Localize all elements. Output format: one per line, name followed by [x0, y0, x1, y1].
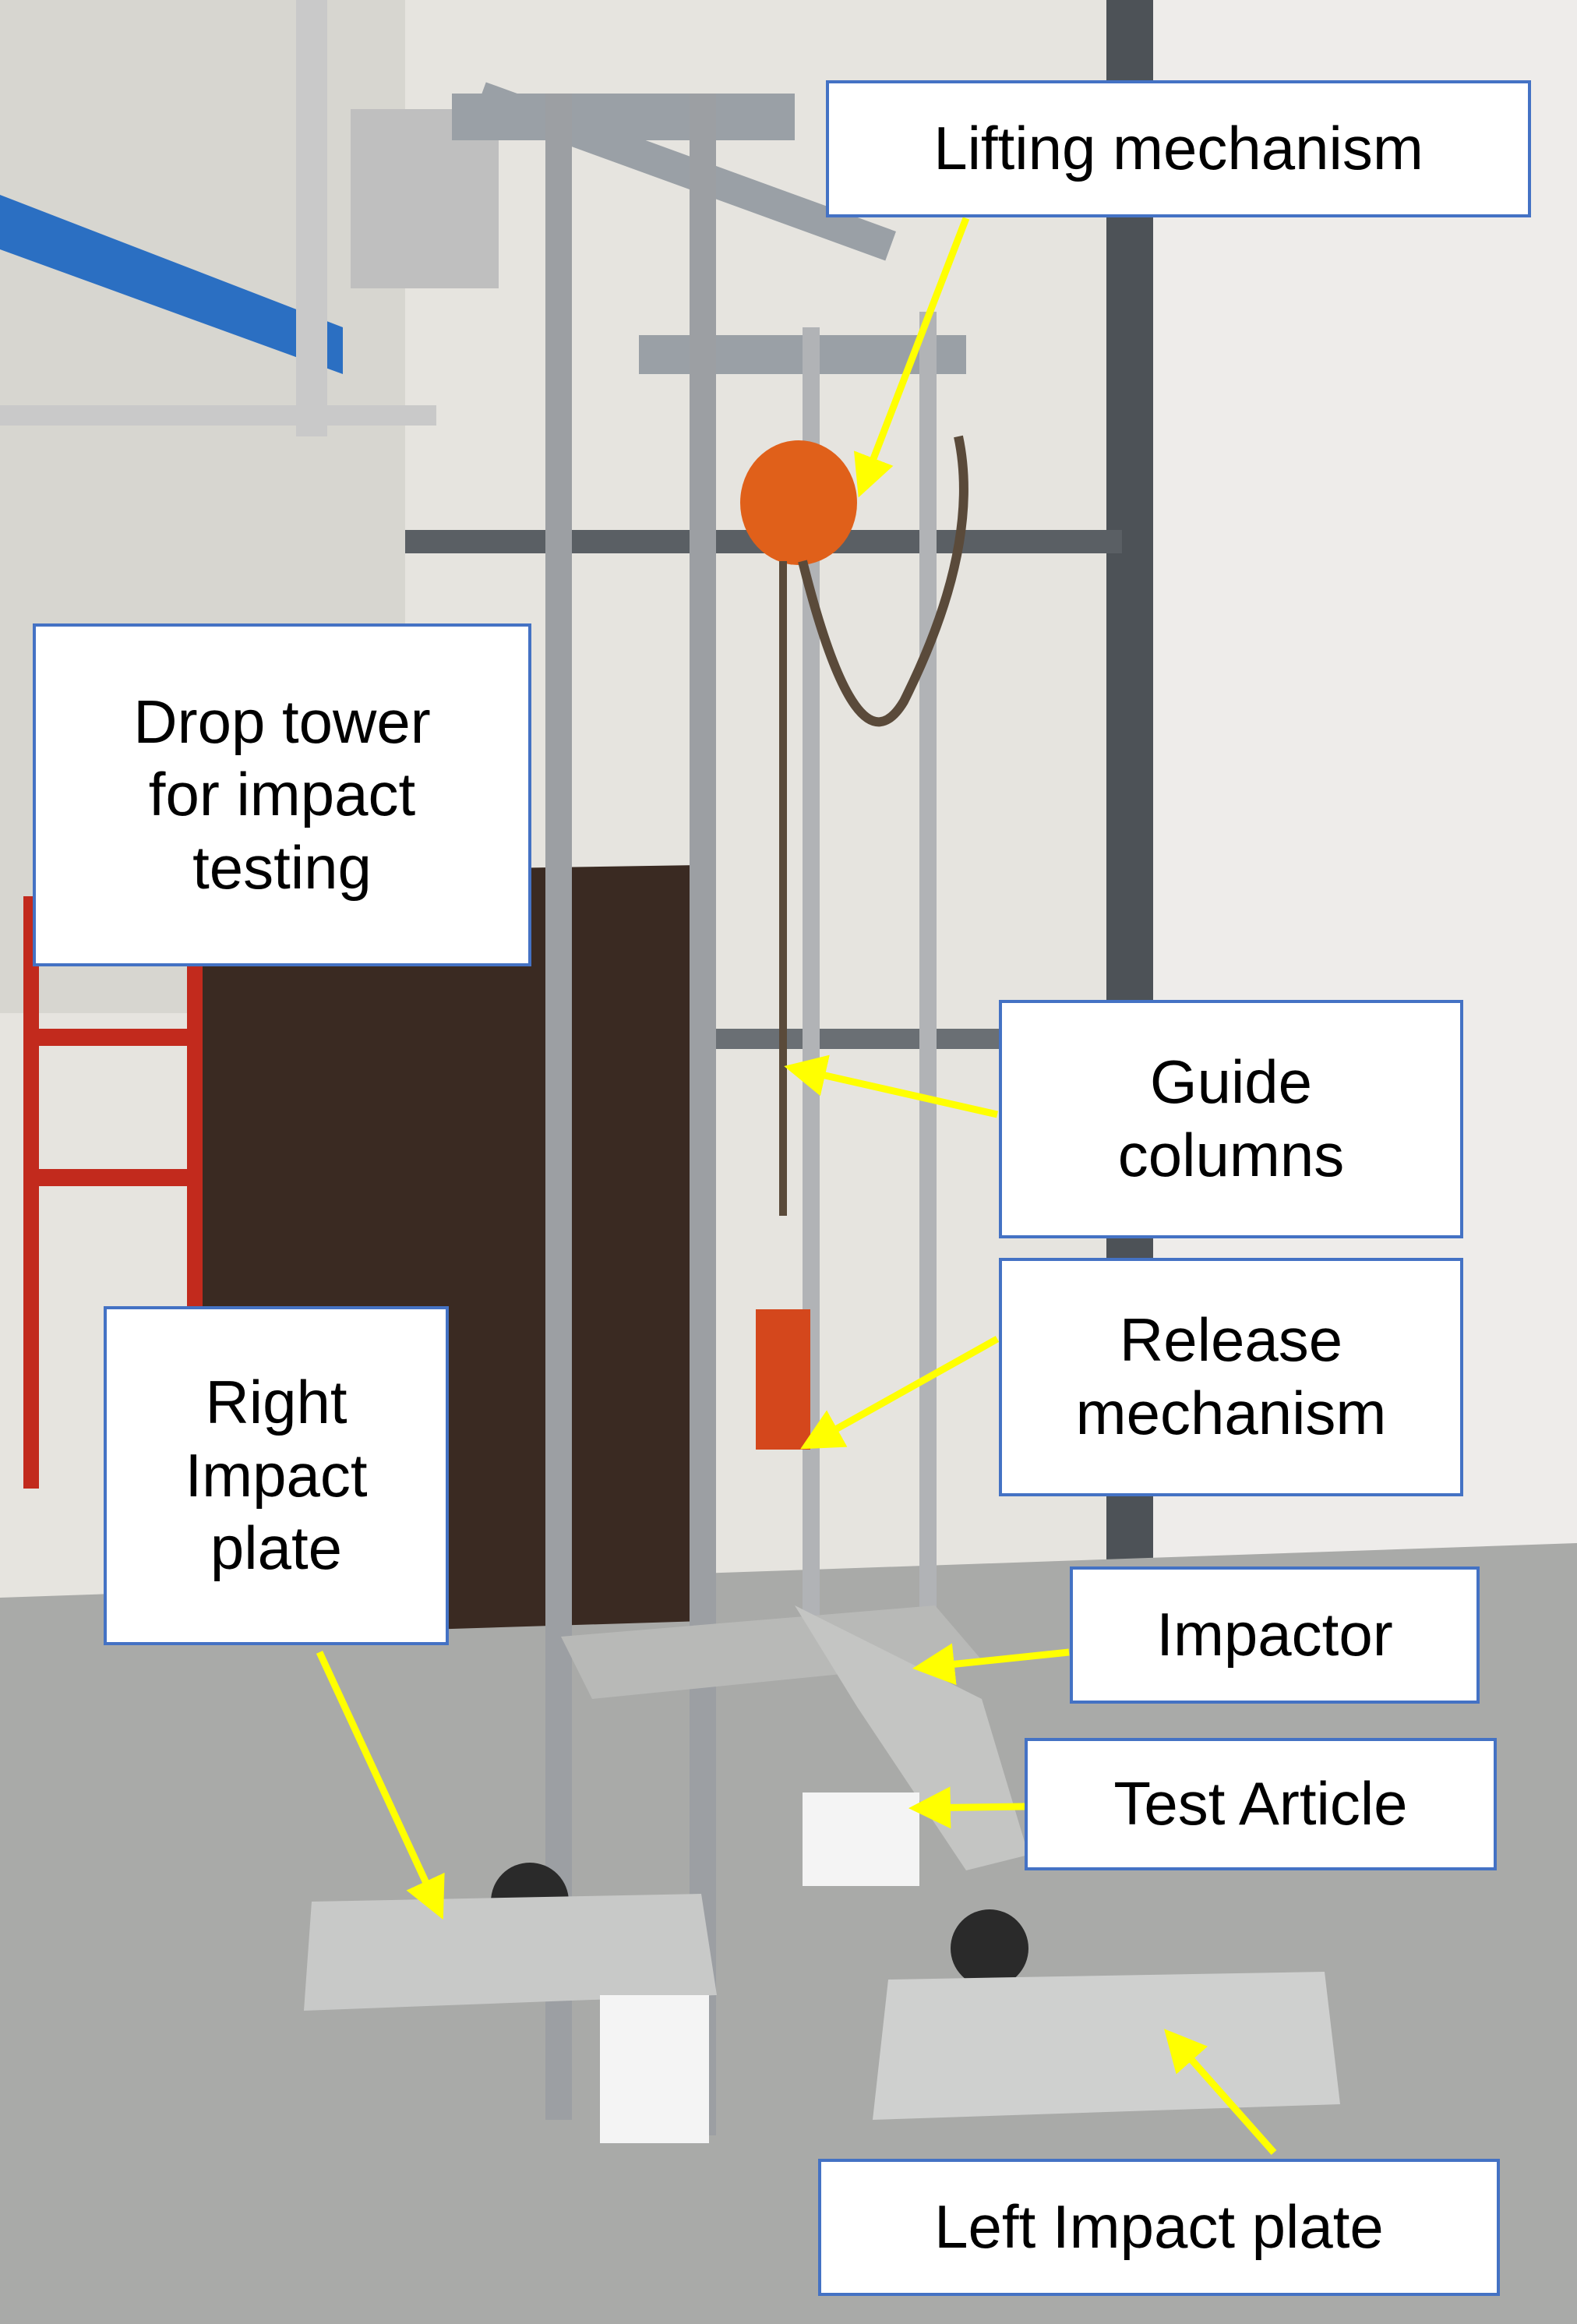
right-impact-plate-label: Right Impact plate	[104, 1306, 449, 1645]
release-mechanism-label: Release mechanism	[999, 1258, 1463, 1496]
test-article-label: Test Article	[1025, 1738, 1497, 1870]
guide-columns-label: Guide columns	[999, 1000, 1463, 1238]
left-impact-plate-label: Left Impact plate	[818, 2159, 1500, 2296]
drop-tower-label: Drop tower for impact testing	[33, 623, 531, 966]
impactor-label: Impactor	[1070, 1566, 1480, 1704]
lifting-mechanism-label: Lifting mechanism	[826, 80, 1531, 217]
